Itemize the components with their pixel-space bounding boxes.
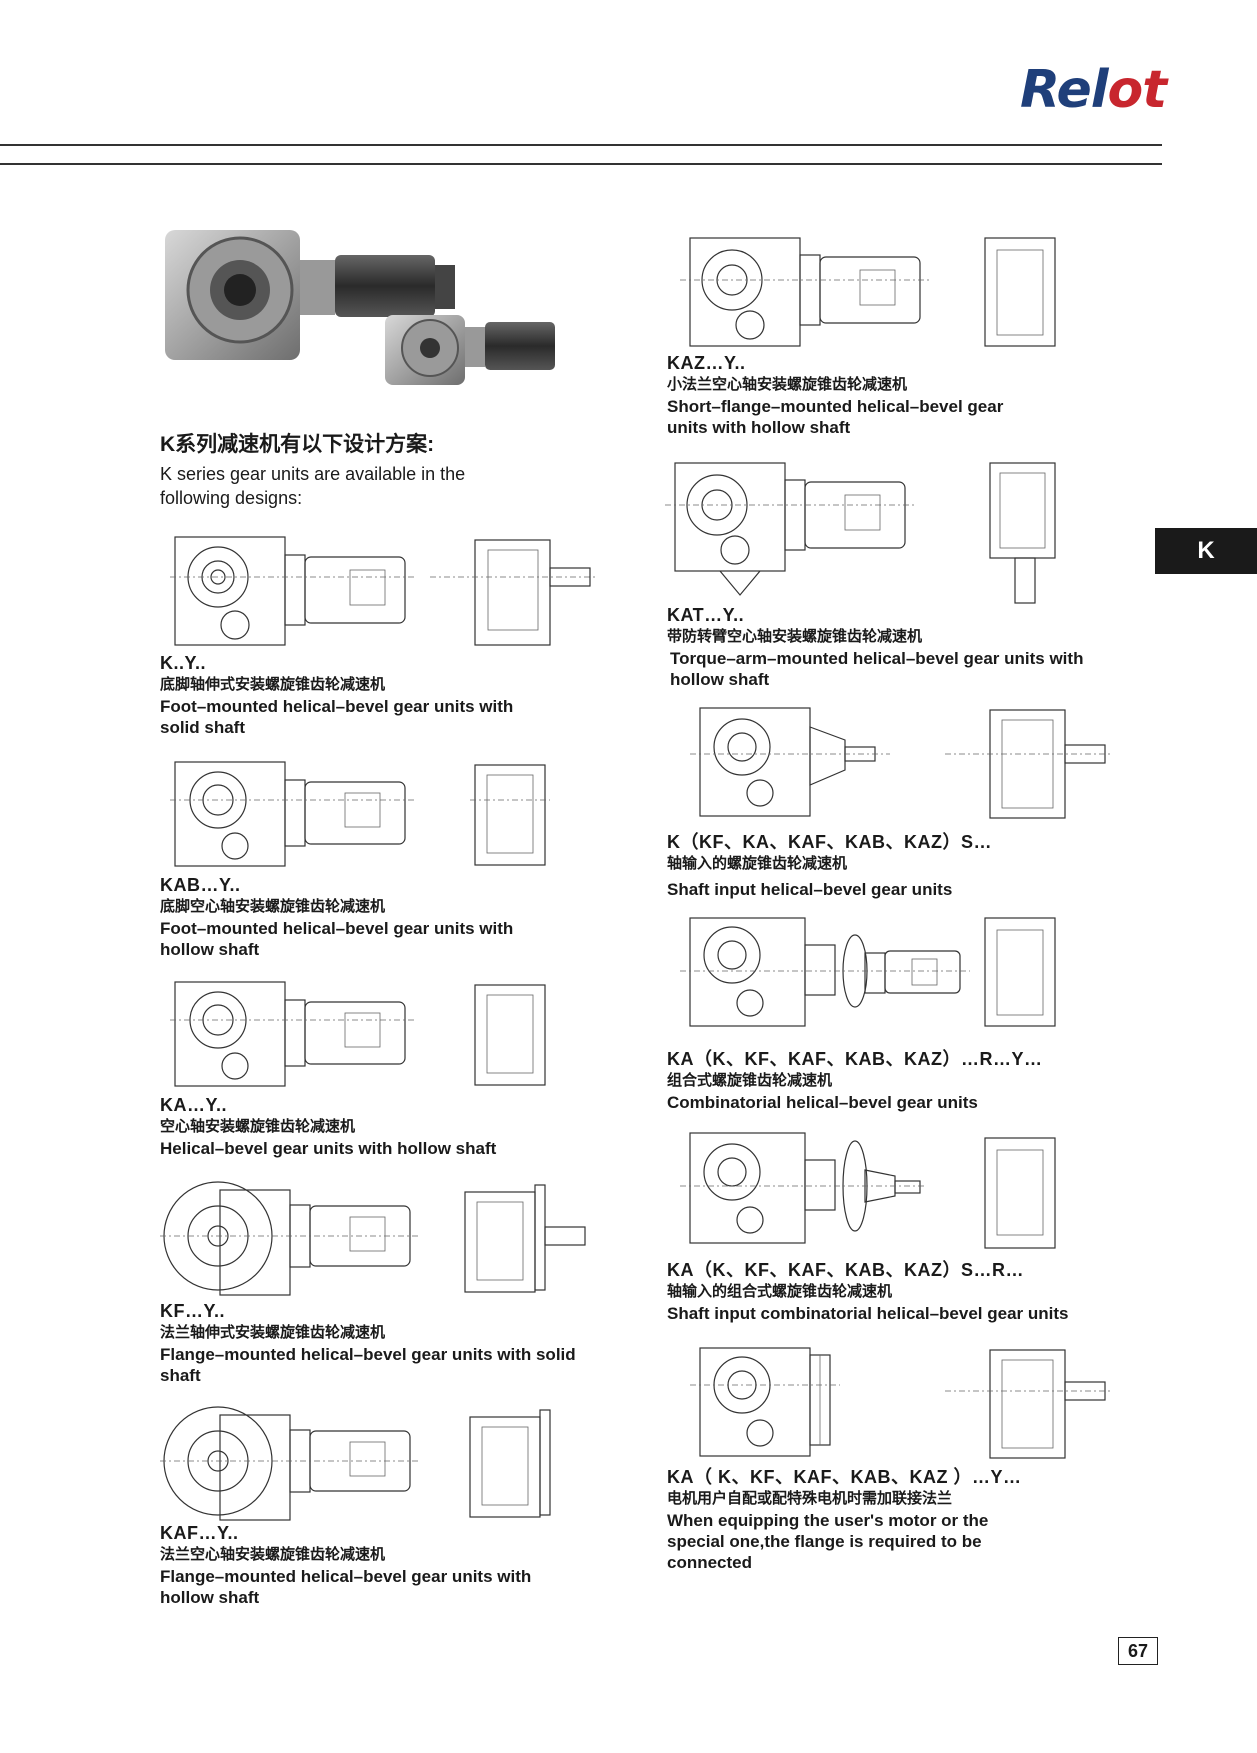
description-en: Foot–mounted helical–bevel gear units wi…	[160, 697, 514, 737]
model-code: KAF…Y..	[160, 1523, 239, 1543]
intro-title-cn: K系列减速机有以下设计方案:	[160, 433, 435, 456]
header-rule-top	[0, 144, 1162, 146]
description-cn: 法兰空心轴安装螺旋锥齿轮减速机	[160, 1546, 386, 1563]
product-photo	[165, 230, 555, 385]
left-block-4: KF…Y.. 法兰轴伸式安装螺旋锥齿轮减速机 Flange–mounted he…	[160, 1300, 580, 1386]
left-block-1: K..Y.. 底脚轴伸式安装螺旋锥齿轮减速机 Foot–mounted heli…	[160, 652, 520, 738]
intro-title-en: K series gear units are available in the…	[160, 464, 466, 508]
right-block-1: KAZ…Y.. 小法兰空心轴安装螺旋锥齿轮减速机 Short–flange–mo…	[667, 352, 1027, 438]
description-en: Shaft input helical–bevel gear units	[667, 880, 953, 899]
description-en: Shaft input combinatorial helical–bevel …	[667, 1304, 1069, 1323]
description-en: Torque–arm–mounted helical–bevel gear un…	[670, 649, 1084, 689]
model-code: KA（ K、KF、KAF、KAB、KAZ ）…Y…	[667, 1467, 1022, 1487]
model-code: KA…Y..	[160, 1095, 228, 1115]
drawing-k-y	[170, 536, 595, 646]
right-block-5: KA（K、KF、KAF、KAB、KAZ）S…R… 轴输入的组合式螺旋锥齿轮减速机…	[667, 1259, 1127, 1324]
description-cn: 轴输入的螺旋锥齿轮减速机	[667, 855, 848, 872]
description-en: Helical–bevel gear units with hollow sha…	[160, 1139, 497, 1158]
left-block-2: KAB…Y.. 底脚空心轴安装螺旋锥齿轮减速机 Foot–mounted hel…	[160, 874, 520, 960]
description-en: Foot–mounted helical–bevel gear units wi…	[160, 919, 514, 959]
drawing-kab-y	[170, 761, 550, 867]
description-cn: 底脚空心轴安装螺旋锥齿轮减速机	[160, 898, 386, 915]
drawing-ka-r-y	[680, 917, 1056, 1027]
drawing-k-s	[690, 707, 1110, 819]
model-code: KAT…Y..	[667, 605, 745, 625]
right-block-4: KA（K、KF、KAF、KAB、KAZ）…R…Y… 组合式螺旋锥齿轮减速机 Co…	[667, 1048, 1087, 1113]
model-code: KAZ…Y..	[667, 353, 746, 373]
model-code: KA（K、KF、KAF、KAB、KAZ）S…R…	[667, 1260, 1024, 1280]
drawing-kaz-y	[680, 237, 1056, 347]
model-code: KF…Y..	[160, 1301, 226, 1321]
model-code: K（KF、KA、KAF、KAB、KAZ）S…	[667, 832, 992, 852]
description-cn: 小法兰空心轴安装螺旋锥齿轮减速机	[667, 376, 908, 393]
description-en: Flange–mounted helical–bevel gear units …	[160, 1567, 532, 1607]
drawing-ka-user-motor	[690, 1347, 1110, 1459]
description-en: Combinatorial helical–bevel gear units	[667, 1093, 978, 1112]
right-block-2: KAT…Y.. 带防转臂空心轴安装螺旋锥齿轮减速机 Torque–arm–mou…	[667, 604, 1110, 690]
left-block-3: KA…Y.. 空心轴安装螺旋锥齿轮减速机 Helical–bevel gear …	[160, 1094, 580, 1159]
description-en: Short–flange–mounted helical–bevel gear …	[667, 397, 1004, 437]
drawing-ka-s-r	[680, 1132, 1056, 1249]
description-cn: 空心轴安装螺旋锥齿轮减速机	[160, 1118, 356, 1135]
description-cn: 组合式螺旋锥齿轮减速机	[667, 1072, 833, 1089]
right-block-6: KA（ K、KF、KAF、KAB、KAZ ）…Y… 电机用户自配或配特殊电机时需…	[667, 1466, 1027, 1573]
description-cn: 带防转臂空心轴安装螺旋锥齿轮减速机	[667, 628, 923, 645]
drawing-kf-y	[160, 1181, 586, 1296]
model-code: KAB…Y..	[160, 875, 241, 895]
model-code: K..Y..	[160, 653, 207, 673]
right-block-3: K（KF、KA、KAF、KAB、KAZ）S… 轴输入的螺旋锥齿轮减速机 Shaf…	[667, 831, 1087, 900]
section-tab-k: K	[1155, 528, 1257, 574]
drawing-kat-y	[665, 462, 1056, 604]
description-en: Flange–mounted helical–bevel gear units …	[160, 1345, 576, 1385]
description-cn: 法兰轴伸式安装螺旋锥齿轮减速机	[160, 1324, 386, 1341]
relot-logo: Relot	[1020, 60, 1167, 120]
left-block-5: KAF…Y.. 法兰空心轴安装螺旋锥齿轮减速机 Flange–mounted h…	[160, 1522, 580, 1608]
page-number: 67	[1118, 1637, 1158, 1665]
header-rule-bottom	[0, 163, 1162, 165]
description-cn: 底脚轴伸式安装螺旋锥齿轮减速机	[160, 676, 386, 693]
description-cn: 电机用户自配或配特殊电机时需加联接法兰	[667, 1490, 953, 1507]
drawing-ka-y	[170, 981, 546, 1087]
drawing-kaf-y	[160, 1406, 551, 1521]
description-cn: 轴输入的组合式螺旋锥齿轮减速机	[667, 1283, 893, 1300]
model-code: KA（K、KF、KAF、KAB、KAZ）…R…Y…	[667, 1049, 1043, 1069]
description-en: When equipping the user's motor or the s…	[667, 1511, 989, 1572]
